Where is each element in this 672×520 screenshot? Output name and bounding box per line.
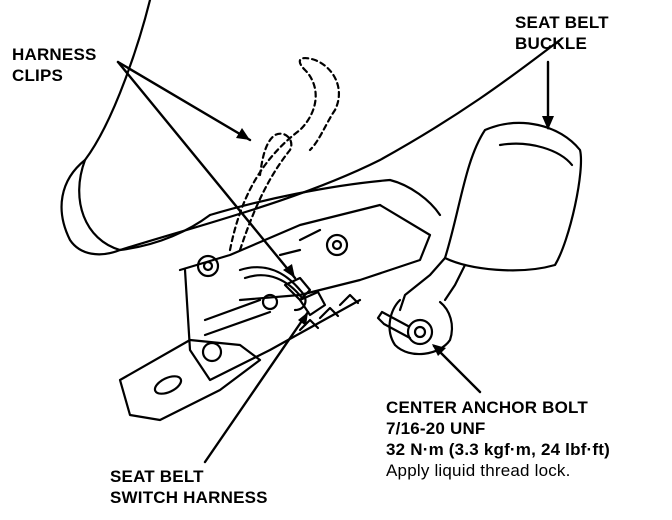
anchor-bolt-torque-spec: 32 N·m (3.3 kgf·m, 24 lbf·ft)	[386, 440, 610, 459]
frame-bolt	[261, 293, 279, 311]
arrowhead-anchor-bolt	[432, 344, 446, 356]
harness-clips-label-line2: CLIPS	[12, 66, 64, 85]
anchor-bolt-head	[406, 318, 434, 346]
frame-bolt	[196, 254, 220, 278]
frame-plate-detail	[203, 228, 322, 337]
frame-bolt	[201, 341, 223, 363]
switch-harness-wire	[238, 266, 307, 312]
rail-slot	[153, 375, 183, 395]
arrowhead-harness-clips-1	[236, 128, 250, 140]
arrowhead-switch-harness	[298, 312, 308, 326]
switch-harness-label-line2: SWITCH HARNESS	[110, 488, 268, 507]
leader-harness-clips-1	[116, 60, 252, 142]
seat-rail-foot	[118, 338, 262, 422]
harness-clip-shape	[298, 290, 327, 317]
seat-belt-buckle-label-line2: BUCKLE	[515, 34, 588, 53]
seat-frame-side-plate	[183, 268, 362, 382]
switch-harness-label-line1: SEAT BELT	[110, 467, 204, 486]
anchor-bolt-shank	[376, 310, 412, 340]
anchor-bolt-head	[413, 325, 427, 339]
seat-frame-bracket	[178, 203, 432, 302]
harness-clip-shape	[283, 276, 312, 302]
anchor-bolt-thread-spec: 7/16-20 UNF	[386, 419, 486, 438]
seat-cushion-lower-edge	[118, 213, 212, 252]
center-anchor-bolt-label: CENTER ANCHOR BOLT 7/16-20 UNF 32 N·m (3…	[386, 397, 610, 481]
seat-belt-buckle-label: SEAT BELT BUCKLE	[515, 12, 609, 54]
seat-belt-buckle-label-line1: SEAT BELT	[515, 13, 609, 32]
harness-wire-dashed	[238, 132, 293, 252]
harness-clips-label: HARNESS CLIPS	[12, 44, 97, 86]
buckle-stalk	[398, 256, 467, 312]
leader-anchor-bolt	[432, 344, 482, 394]
seat-cushion-outline	[78, 0, 562, 252]
anchor-bolt-note: Apply liquid thread lock.	[386, 461, 571, 480]
anchor-bolt-title: CENTER ANCHOR BOLT	[386, 398, 588, 417]
harness-clips-label-line1: HARNESS	[12, 45, 97, 64]
seat-frame-upper	[208, 178, 442, 217]
seat-belt-switch-harness-label: SEAT BELT SWITCH HARNESS	[110, 466, 268, 508]
harness-wire-dashed	[228, 56, 340, 252]
frame-bolt	[325, 233, 349, 257]
frame-tabs	[298, 293, 360, 332]
leader-harness-clips-2	[116, 60, 297, 280]
frame-bolt	[202, 260, 214, 272]
arrowhead-harness-clips-2	[283, 264, 295, 278]
buckle-body	[443, 121, 583, 272]
frame-bolt	[331, 239, 343, 251]
buckle-bracket	[388, 298, 454, 356]
buckle-face-line	[498, 142, 574, 167]
arrowhead-buckle	[542, 116, 554, 130]
seat-cushion-side	[60, 158, 122, 256]
switch-harness-wire	[243, 274, 304, 300]
leader-switch-harness	[203, 310, 310, 464]
